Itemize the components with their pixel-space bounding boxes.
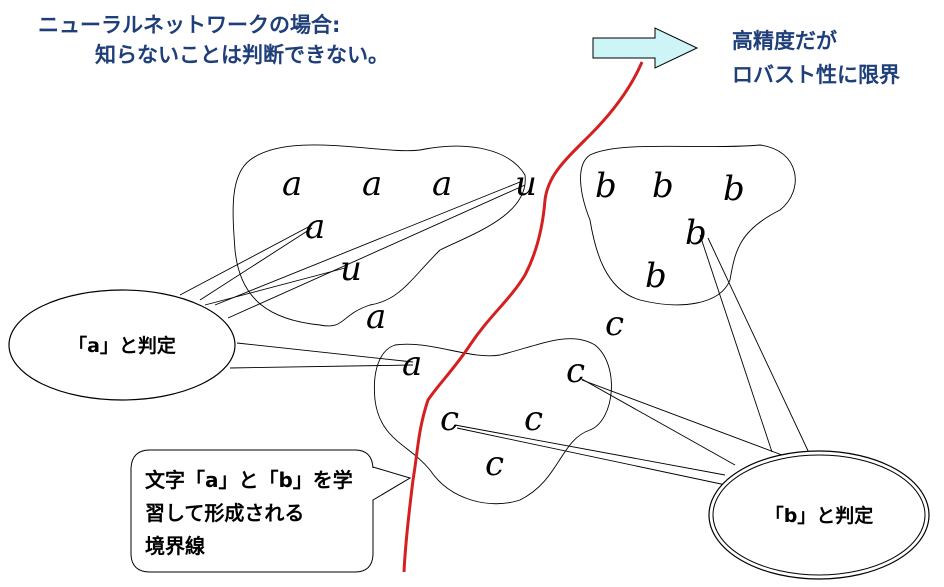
callout-line-3: 境界線 xyxy=(145,534,205,558)
conclusion-line-1: 高精度だが xyxy=(732,29,837,53)
letter: c xyxy=(605,304,624,344)
letter: b xyxy=(685,213,707,253)
letter: a xyxy=(432,164,452,204)
letter: c xyxy=(566,351,585,391)
letter: u xyxy=(340,249,362,289)
letter: c xyxy=(485,444,504,484)
cluster-a-region xyxy=(232,144,526,327)
title-line-2: 知らないことは判断できない。 xyxy=(95,43,389,67)
callout-bubble xyxy=(130,449,412,573)
callout-line-1: 文字「a」と「b」を学 xyxy=(145,468,353,492)
judge-a-ellipse xyxy=(8,289,236,401)
letter: a xyxy=(282,164,302,204)
letter: u xyxy=(515,164,537,204)
judge-a-label: 「a」と判定 xyxy=(68,334,176,357)
letter: b xyxy=(723,169,745,209)
right-arrow-icon xyxy=(592,27,699,69)
cluster-c-region xyxy=(373,338,612,505)
letter: b xyxy=(595,166,617,206)
letters-c: c c c c c xyxy=(440,304,624,484)
conclusion-line-2: ロバスト性に限界 xyxy=(732,63,900,87)
letter: b xyxy=(652,166,674,206)
letter: a xyxy=(366,297,386,337)
letter: c xyxy=(524,399,543,439)
cluster-b-region xyxy=(580,144,796,306)
letter: b xyxy=(645,256,667,296)
title-line-1: ニューラルネットワークの場合: xyxy=(38,13,340,37)
letters-a: a a a u a u a a xyxy=(282,164,537,384)
decision-boundary xyxy=(402,61,644,573)
letter: a xyxy=(402,344,422,384)
judge-b-ellipse xyxy=(708,450,930,580)
letters-b: b b b b b xyxy=(595,166,745,296)
judge-b-label: 「b」と判定 xyxy=(765,504,874,527)
letter: a xyxy=(305,207,325,247)
letter: c xyxy=(440,399,459,439)
connector-lines xyxy=(179,181,811,489)
callout-line-2: 習して形成される xyxy=(145,501,304,525)
letter: a xyxy=(362,164,382,204)
